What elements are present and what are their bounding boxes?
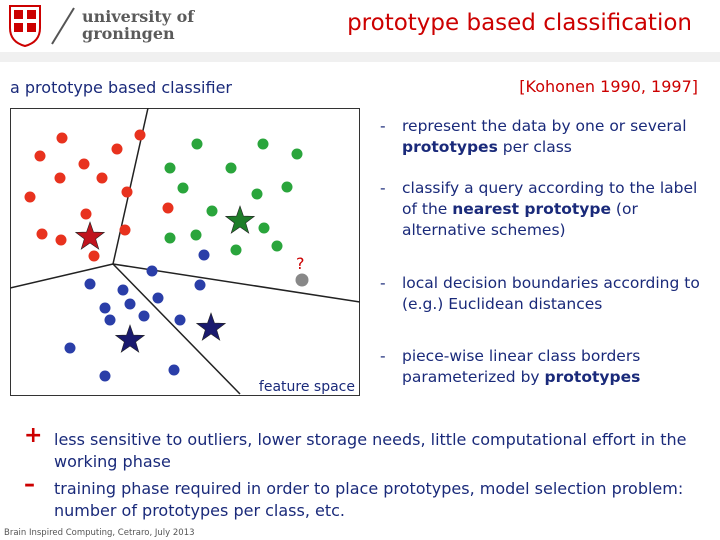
blue-point xyxy=(146,265,158,277)
bullet-text: classify a query according to the label … xyxy=(402,179,698,239)
blue-point xyxy=(84,278,96,290)
green-point xyxy=(177,182,189,194)
green-point xyxy=(230,244,242,256)
red-point xyxy=(121,186,133,198)
blue-point xyxy=(138,310,150,322)
blue-point xyxy=(198,249,210,261)
red-point xyxy=(56,132,68,144)
green-point xyxy=(190,229,202,241)
footer-text: Brain Inspired Computing, Cetraro, July … xyxy=(4,528,195,538)
red-point xyxy=(78,158,90,170)
bullet-dash: - xyxy=(380,117,386,135)
bullet-local-boundaries: - local decision boundaries according to… xyxy=(380,273,715,315)
bullet-dash: - xyxy=(380,179,386,197)
blue-prototype-star xyxy=(195,312,227,341)
green-point xyxy=(258,222,270,234)
red-point xyxy=(80,208,92,220)
bullet-dash: - xyxy=(380,274,386,292)
section-title: a prototype based classifier xyxy=(10,78,232,97)
query-point xyxy=(295,273,309,287)
logo-slash-icon xyxy=(51,7,75,45)
red-point xyxy=(111,143,123,155)
blue-class-points xyxy=(64,249,210,382)
red-class-points xyxy=(24,129,174,262)
disadvantages-text: training phase required in order to plac… xyxy=(54,479,684,520)
query-label: ? xyxy=(296,254,305,273)
prototype-classifier-figure: ? feature space xyxy=(10,108,360,396)
bullet-classify: - classify a query according to the labe… xyxy=(380,178,715,241)
blue-point xyxy=(194,279,206,291)
bullet-text: piece-wise linear class borders paramete… xyxy=(402,347,641,386)
bullet-text: represent the data by one or several pro… xyxy=(402,117,687,156)
advantages-item: + less sensitive to outliers, lower stor… xyxy=(24,425,704,473)
blue-point xyxy=(152,292,164,304)
blue-point xyxy=(168,364,180,376)
university-name-line1: university of xyxy=(82,7,195,26)
header-divider xyxy=(0,52,720,62)
bullet-text: local decision boundaries according to (… xyxy=(402,274,700,313)
disadvantages-item: – training phase required in order to pl… xyxy=(24,474,704,522)
blue-prototype-star xyxy=(114,324,146,353)
prototypes xyxy=(74,205,256,353)
red-point xyxy=(36,228,48,240)
red-point xyxy=(162,202,174,214)
green-point xyxy=(281,181,293,193)
advantages-text: less sensitive to outliers, lower storag… xyxy=(54,430,687,471)
bullet-dash: - xyxy=(380,347,386,365)
green-point xyxy=(164,232,176,244)
university-name-line2: groningen xyxy=(82,24,175,43)
feature-space-label: feature space xyxy=(259,379,355,395)
green-point xyxy=(164,162,176,174)
bullet-piecewise: - piece-wise linear class borders parame… xyxy=(380,346,715,388)
blue-point xyxy=(117,284,129,296)
blue-point xyxy=(99,302,111,314)
red-point xyxy=(34,150,46,162)
green-point xyxy=(291,148,303,160)
green-class-points xyxy=(164,138,303,256)
green-point xyxy=(206,205,218,217)
green-prototype-star xyxy=(224,205,256,234)
university-crest-icon xyxy=(9,5,41,48)
boundary-line xyxy=(10,263,114,289)
minus-sign: – xyxy=(24,472,35,497)
red-point xyxy=(96,172,108,184)
plus-sign: + xyxy=(24,423,43,448)
slide-title: prototype based classification xyxy=(347,10,692,36)
blue-point xyxy=(99,370,111,382)
feature-space-frame xyxy=(10,108,360,396)
citation: [Kohonen 1990, 1997] xyxy=(519,77,698,96)
header-bar: university of groningen prototype based … xyxy=(0,0,720,52)
bullet-represent: - represent the data by one or several p… xyxy=(380,116,715,158)
boundary-line xyxy=(112,263,241,395)
red-point xyxy=(24,191,36,203)
blue-point xyxy=(64,342,76,354)
green-point xyxy=(251,188,263,200)
red-point xyxy=(55,234,67,246)
blue-point xyxy=(174,314,186,326)
green-point xyxy=(225,162,237,174)
blue-point xyxy=(104,314,116,326)
red-point xyxy=(54,172,66,184)
red-point xyxy=(88,250,100,262)
blue-point xyxy=(124,298,136,310)
red-point xyxy=(119,224,131,236)
green-point xyxy=(271,240,283,252)
red-prototype-star xyxy=(74,221,106,250)
green-point xyxy=(257,138,269,150)
green-point xyxy=(191,138,203,150)
red-point xyxy=(134,129,146,141)
